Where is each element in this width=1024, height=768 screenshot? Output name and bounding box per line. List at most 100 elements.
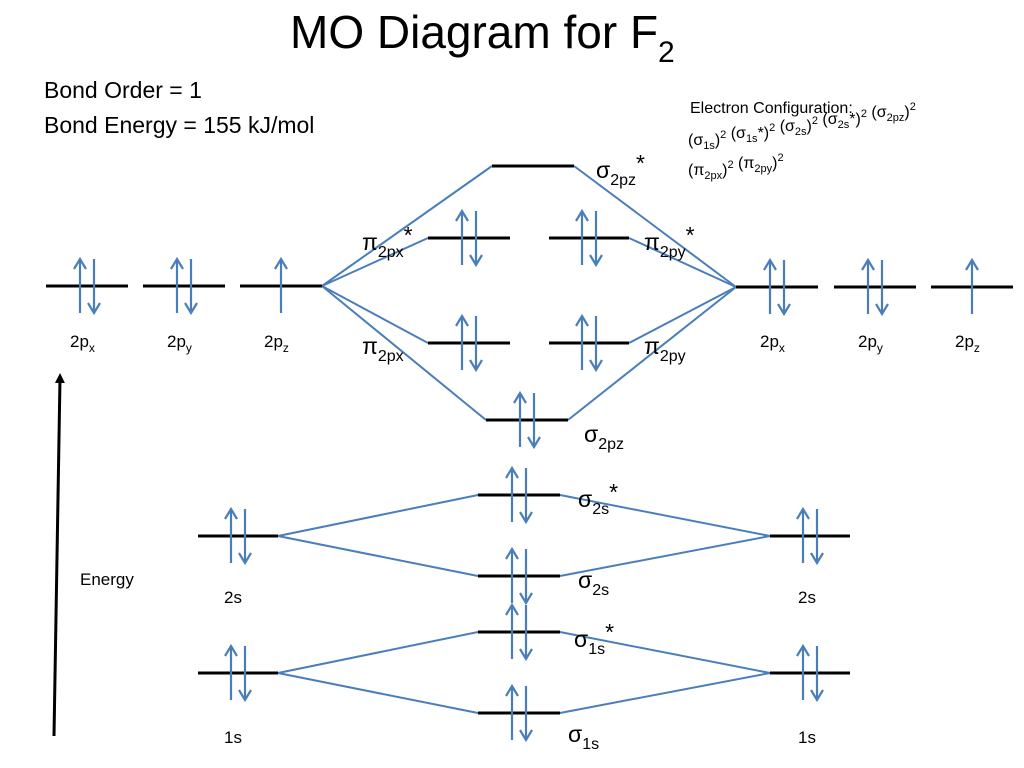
spin-down-arrow <box>519 605 533 662</box>
spin-up-arrow <box>505 546 519 603</box>
connector-line <box>277 631 479 674</box>
spin-up-arrow <box>73 256 87 313</box>
spin-up-arrow <box>861 257 875 314</box>
spin-up-arrow <box>796 643 810 700</box>
connector-line <box>573 165 737 288</box>
config-term: (σ <box>775 118 795 135</box>
config-subscript: 2pz <box>887 112 905 124</box>
spin-up-arrow <box>513 390 527 447</box>
spin-up-arrow <box>170 256 184 313</box>
connector-line <box>567 286 737 421</box>
orbital-labels: 2px 2py 2pz 2px 2py 2pz 2s 2s 1s 1s σ2pz* π2px* π2py… <box>70 150 980 753</box>
energy-axis-arrow <box>52 373 65 737</box>
mo-label-sigma2s: σ2s <box>578 567 609 599</box>
mo-label-sigma1s-star: σ1s* <box>574 619 614 658</box>
spin-up-arrow <box>763 257 777 314</box>
mo-label-pi2py: π2py <box>644 333 686 365</box>
config-term: (σ <box>818 111 838 128</box>
ao-label-L-1s: 1s <box>224 728 242 747</box>
mo-label-pi2px: π2px <box>362 333 404 365</box>
spin-down-arrow <box>469 316 483 373</box>
spin-up-arrow <box>505 683 519 740</box>
config-close: ) <box>715 132 720 149</box>
connector-line <box>277 672 479 714</box>
connector-line <box>628 286 737 344</box>
orbital-connectors <box>277 165 771 714</box>
config-superscript: 2 <box>910 101 916 113</box>
config-superscript: 2 <box>720 129 726 141</box>
spin-down-arrow <box>519 686 533 743</box>
spin-down-arrow <box>184 259 198 316</box>
mo-label-sigma2s-star: σ2s* <box>578 479 618 518</box>
spin-down-arrow <box>589 211 603 268</box>
spin-down-arrow <box>519 549 533 606</box>
mo-label-sigma1s: σ1s <box>568 721 599 753</box>
connector-line <box>321 285 487 421</box>
ao-label-R-2s: 2s <box>798 588 816 607</box>
spin-down-arrow <box>810 509 824 566</box>
energy-axis-label: Energy <box>80 570 134 589</box>
ao-label-L-2pz: 2pz <box>264 332 289 355</box>
spin-down-arrow <box>519 468 533 525</box>
spin-up-arrow <box>965 257 979 314</box>
config-term: (π <box>734 155 755 172</box>
ao-label-R-2px: 2px <box>760 332 785 355</box>
config-term: (σ <box>867 104 887 121</box>
spin-up-arrow <box>505 465 519 522</box>
spin-down-arrow <box>527 393 541 450</box>
connector-line <box>277 535 479 577</box>
electrons <box>73 208 979 743</box>
spin-down-arrow <box>777 260 791 317</box>
ao-label-L-2s: 2s <box>224 588 242 607</box>
page-title: MO Diagram for F2 <box>290 6 675 69</box>
config-superscript: 2 <box>727 159 733 171</box>
bond-order: Bond Order = 1 <box>44 77 202 103</box>
config-subscript: 2px <box>704 170 722 182</box>
config-superscript: 2 <box>812 115 818 127</box>
config-close: ) <box>807 118 812 135</box>
config-close: ) <box>904 104 909 121</box>
bond-energy: Bond Energy = 155 kJ/mol <box>44 112 314 138</box>
connector-line <box>559 631 771 674</box>
spin-down-arrow <box>589 316 603 373</box>
mo-label-sigma2pz: σ2pz <box>584 421 624 453</box>
spin-up-arrow <box>274 256 288 313</box>
mo-label-sigma2pz-star: σ2pz* <box>596 150 645 189</box>
config-close: *) <box>849 111 861 128</box>
config-subscript: 2py <box>754 163 772 175</box>
spin-up-arrow <box>224 506 238 563</box>
ao-label-R-2py: 2py <box>858 332 883 355</box>
spin-down-arrow <box>469 211 483 268</box>
connector-line <box>559 494 771 537</box>
config-close: ) <box>772 155 777 172</box>
spin-down-arrow <box>875 260 889 317</box>
spin-down-arrow <box>238 509 252 566</box>
ao-label-L-2px: 2px <box>70 332 95 355</box>
ao-label-L-2py: 2py <box>167 332 192 355</box>
spin-up-arrow <box>224 643 238 700</box>
connector-line <box>277 494 479 537</box>
config-term: (π <box>688 162 704 179</box>
spin-down-arrow <box>238 646 252 703</box>
spin-up-arrow <box>575 313 589 370</box>
config-close: ) <box>722 162 727 179</box>
spin-down-arrow <box>810 646 824 703</box>
config-subscript: 2s <box>838 119 850 131</box>
ao-label-R-1s: 1s <box>798 728 816 747</box>
ao-label-R-2pz: 2pz <box>955 332 980 355</box>
spin-up-arrow <box>505 602 519 659</box>
electron-config-line-1: (σ1s)2 (σ1s*)2 (σ2s)2 (σ2s*)2 (σ2pz)2 <box>688 101 916 152</box>
connector-line <box>321 237 429 287</box>
electron-config-line-2: (π2px)2 (π2py)2 <box>688 152 784 182</box>
config-term: (σ <box>688 132 703 149</box>
spin-down-arrow <box>87 259 101 316</box>
mo-label-pi2py-star: π2py* <box>644 222 695 261</box>
spin-up-arrow <box>575 208 589 265</box>
spin-up-arrow <box>455 208 469 265</box>
mo-label-pi2px-star: π2px* <box>362 222 413 261</box>
config-subscript: 1s <box>703 140 715 152</box>
connector-line <box>559 672 771 714</box>
electron-config-heading: Electron Configuration: <box>690 100 853 117</box>
spin-up-arrow <box>796 506 810 563</box>
